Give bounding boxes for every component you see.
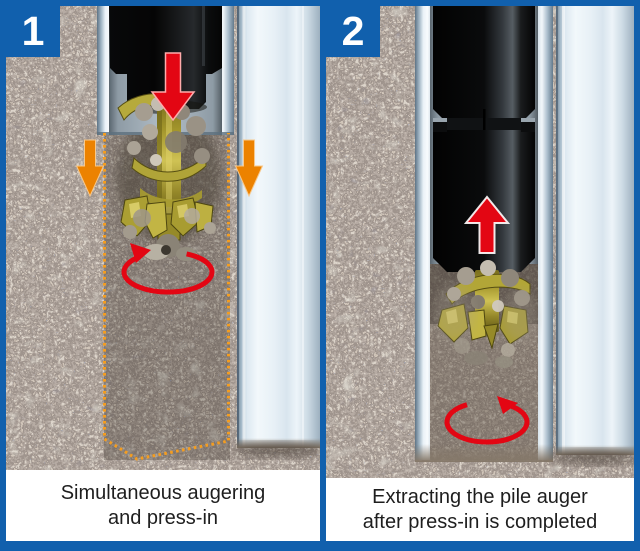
step-1-number: 1	[21, 8, 45, 54]
step-1-badge: 1	[6, 6, 60, 57]
caption-line: after press-in is completed	[362, 510, 598, 533]
soil-debris	[123, 97, 216, 261]
step-1-illustration: 1	[6, 6, 320, 470]
auger-rotation-arrow-icon	[121, 243, 215, 295]
panels-row: 1 Simultaneous augering and press-in	[6, 6, 634, 541]
press-in-down-arrow-icon	[150, 52, 196, 122]
panel-step-1: 1 Simultaneous augering and press-in	[6, 6, 320, 541]
soil-debris	[434, 260, 538, 368]
adjacent-pile	[552, 6, 634, 465]
caption-line: Simultaneous augering	[60, 481, 266, 504]
settlement-down-arrow-left-icon	[75, 139, 105, 198]
step-2-caption: Extracting the pile auger after press-in…	[326, 478, 634, 541]
caption-line: and press-in	[107, 506, 219, 529]
step-2-number: 2	[341, 8, 365, 54]
adjacent-pile	[233, 6, 320, 458]
panel-step-2: 2 Extracting the pile auger after press-…	[326, 6, 634, 541]
auger-rotation-arrow-icon	[444, 396, 530, 445]
caption-line: Extracting the pile auger	[372, 485, 588, 508]
settlement-down-arrow-right-icon	[234, 139, 264, 198]
extraction-up-arrow-icon	[463, 195, 511, 254]
tube-ground-fade	[415, 444, 553, 462]
step-2-illustration: 2	[326, 6, 634, 478]
step-1-caption: Simultaneous augering and press-in	[6, 470, 320, 541]
step-2-badge: 2	[326, 6, 380, 57]
planned-pile-outline-dotted	[103, 133, 230, 461]
